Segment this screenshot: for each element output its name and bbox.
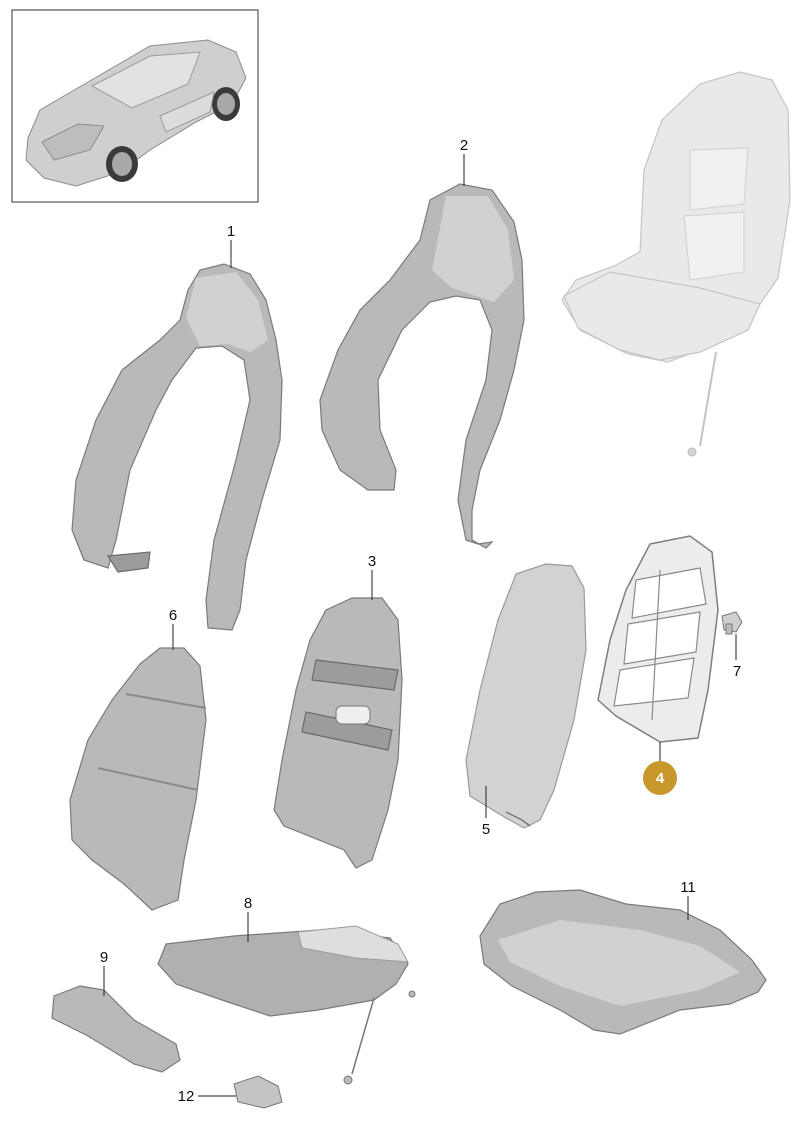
callout-8: 8 (244, 895, 252, 912)
part-1-backrest-cover (71, 263, 283, 631)
callout-5: 5 (482, 821, 490, 838)
callout-9: 9 (100, 949, 108, 966)
part-12-bracket (233, 1075, 283, 1109)
part-7-clip (721, 611, 743, 635)
part-4-backrest-frame (597, 535, 719, 743)
callout-7: 7 (733, 663, 741, 680)
highlight-badge (643, 761, 677, 795)
callout-4: 4 (656, 770, 665, 787)
leader-lines (103, 154, 737, 1097)
part-6-backrest-panel (69, 647, 207, 911)
part-11-seat-cushion (479, 889, 767, 1035)
part-9-side-bolster (51, 985, 181, 1073)
callout-3: 3 (368, 553, 376, 570)
part-8-seat-base (157, 925, 416, 1085)
part-3-backrest-pad (273, 597, 403, 869)
callout-labels: 1 2 3 4 5 6 7 8 9 11 12 (100, 137, 741, 1105)
callout-4-badge[interactable]: 4 (643, 761, 677, 795)
callout-6: 6 (169, 607, 177, 624)
vehicle-thumbnail (11, 9, 259, 203)
part-5-backrest-board (465, 563, 587, 829)
callout-2: 2 (460, 137, 468, 154)
callout-1: 1 (227, 223, 235, 240)
part-2-backrest-shell (319, 183, 525, 549)
complete-seat-reference (561, 71, 791, 457)
callout-11: 11 (680, 879, 696, 896)
callout-12: 12 (178, 1088, 195, 1105)
